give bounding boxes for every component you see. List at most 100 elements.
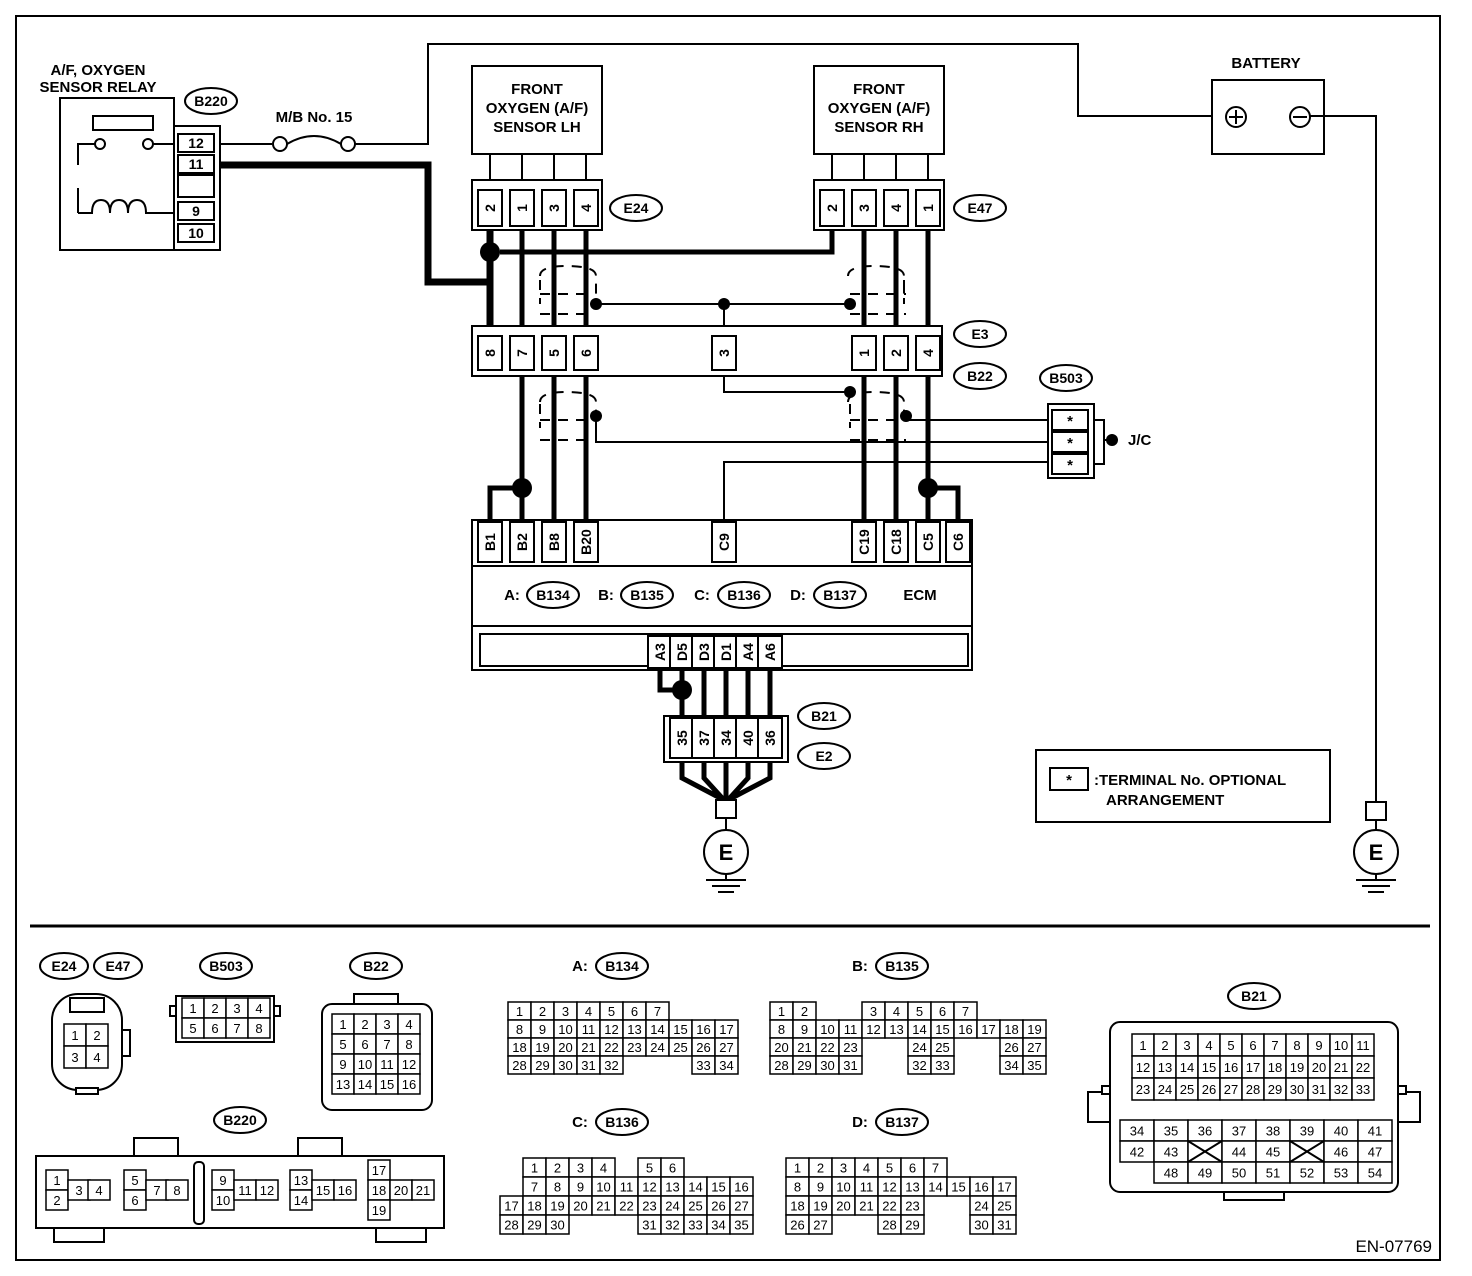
- b134-view-num: 31: [581, 1058, 595, 1073]
- b21-view-num: 29: [1268, 1082, 1282, 1097]
- b135-view-num: 35: [1027, 1058, 1041, 1073]
- b22-view-num: 7: [383, 1037, 390, 1052]
- b134-view-num: 24: [650, 1040, 664, 1055]
- b137-view-num: 11: [860, 1180, 874, 1195]
- b220-view-num: 14: [294, 1193, 308, 1208]
- b503-view-num: 2: [211, 1001, 218, 1016]
- view-b136-code: B136: [605, 1114, 639, 1130]
- ecm-label: ECM: [903, 587, 936, 604]
- b135-view-num: 16: [958, 1022, 972, 1037]
- view-b137-code: B137: [885, 1114, 919, 1130]
- b135-view-num: 7: [962, 1004, 969, 1019]
- b137-view-num: 30: [974, 1218, 988, 1233]
- ecm-top-pin-cell: [509, 521, 535, 563]
- b137-view-num: 16: [974, 1180, 988, 1195]
- b136-view-num: 19: [550, 1199, 564, 1214]
- b134-view-num: 29: [535, 1058, 549, 1073]
- b137-view-num: 14: [928, 1180, 942, 1195]
- b21-view-num: 11: [1356, 1038, 1370, 1053]
- b21-view-num: 36: [1198, 1124, 1212, 1139]
- b137-view-num: 12: [882, 1180, 896, 1195]
- b21-view-num: 9: [1315, 1038, 1322, 1053]
- joint-connector-b503: B503 * * * J/C: [1039, 364, 1152, 479]
- b21-view-num: 34: [1130, 1124, 1144, 1139]
- b137-code: B137: [823, 587, 857, 603]
- b136-view-num: 27: [734, 1199, 748, 1214]
- b136-view-num: 17: [504, 1199, 518, 1214]
- b22-view-num: 6: [361, 1037, 368, 1052]
- b21-view-num: 41: [1368, 1124, 1382, 1139]
- b135-view-num: 27: [1027, 1040, 1041, 1055]
- b136-view-num: 31: [642, 1218, 656, 1233]
- b136-view-num: 1: [531, 1161, 538, 1176]
- b21-view-num: 17: [1246, 1060, 1260, 1075]
- b136-view-num: 11: [620, 1180, 634, 1195]
- b136-view-num: 13: [665, 1180, 679, 1195]
- fuse-icon: [286, 135, 342, 145]
- relay-pin-9: 9: [192, 203, 200, 219]
- b135-view-num: 29: [797, 1058, 811, 1073]
- sensor-lh-line3: SENSOR LH: [493, 119, 581, 136]
- b134-view-num: 20: [558, 1040, 572, 1055]
- b136-view-cell: [545, 1214, 570, 1235]
- relay-pin-12: 12: [188, 135, 204, 151]
- b135-code: B135: [630, 587, 664, 603]
- b137-view-cell: [992, 1214, 1017, 1235]
- b134-view-num: 23: [627, 1040, 641, 1055]
- b220-view-cell: [367, 1199, 391, 1221]
- b21-view-num: 23: [1136, 1082, 1150, 1097]
- e47-pin-a: 2: [824, 204, 840, 212]
- relay-contact: [92, 115, 154, 131]
- ecm-bottom-pin-label: A6: [762, 643, 778, 661]
- b21-view-num: 18: [1268, 1060, 1282, 1075]
- b136-view-num: 24: [665, 1199, 679, 1214]
- b21-view-num: 25: [1180, 1082, 1194, 1097]
- b220-view-num: 10: [216, 1193, 230, 1208]
- ecm-top-pin-label: B20: [578, 529, 594, 555]
- b134-view-num: 34: [719, 1058, 733, 1073]
- b136-view-num: 16: [734, 1180, 748, 1195]
- legend-line1: :TERMINAL No. OPTIONAL: [1094, 772, 1286, 789]
- ecm-top-pin-cell: [477, 521, 503, 563]
- e24-code: E24: [624, 200, 649, 216]
- b136-view-num: 20: [573, 1199, 587, 1214]
- b21-view-num: 46: [1334, 1145, 1348, 1160]
- view-b503-code: B503: [209, 958, 243, 974]
- e24-view-num: 2: [93, 1028, 100, 1043]
- b134-view-num: 12: [604, 1022, 618, 1037]
- b135-view-num: 9: [801, 1022, 808, 1037]
- b22-view-num: 16: [402, 1077, 416, 1092]
- b134-view-num: 6: [631, 1004, 638, 1019]
- b135-view-num: 21: [797, 1040, 811, 1055]
- b503-code: B503: [1049, 370, 1083, 386]
- b134-view-num: 18: [512, 1040, 526, 1055]
- b134-view-num: 1: [516, 1004, 523, 1019]
- e24-view-num: 1: [71, 1028, 78, 1043]
- ecm-top-pin-label: B1: [482, 533, 498, 551]
- b136-view-num: 34: [711, 1218, 725, 1233]
- relay-title-line1: A/F, OXYGEN: [50, 62, 145, 79]
- b137-view-num: 3: [840, 1161, 847, 1176]
- ecm-connector-labels: A: B134 B: B135 C: B136 D: B137 ECM: [504, 581, 937, 609]
- ground-e-ecm: E: [719, 840, 734, 865]
- b134-view-num: 10: [558, 1022, 572, 1037]
- b22-view-num: 1: [339, 1017, 346, 1032]
- e24-view-cell: [85, 1045, 109, 1069]
- b21-view-num: 8: [1293, 1038, 1300, 1053]
- b134-view-num: 15: [673, 1022, 687, 1037]
- b137-view-num: 10: [836, 1180, 850, 1195]
- b135-view-num: 30: [820, 1058, 834, 1073]
- b135-view-num: 12: [866, 1022, 880, 1037]
- relay-pin-11: 11: [189, 156, 204, 172]
- view-b21-code: B21: [1241, 988, 1267, 1004]
- b503-pin-b: *: [1067, 435, 1073, 452]
- b21-pin-label: 40: [740, 730, 756, 746]
- b503-pin-a: *: [1067, 413, 1073, 430]
- b21-view-num: 39: [1300, 1124, 1314, 1139]
- b21-view-blank: [1187, 1140, 1223, 1163]
- b21-view-num: 42: [1130, 1145, 1144, 1160]
- b135-view-num: 33: [935, 1058, 949, 1073]
- conn-a-prefix: A:: [504, 587, 520, 604]
